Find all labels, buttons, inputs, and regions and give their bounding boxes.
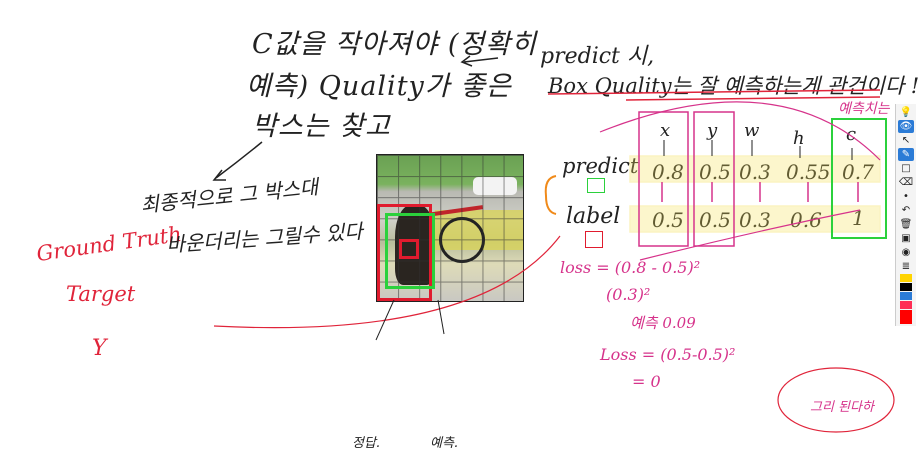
note-line-1: C값을 작아져야 (정확히 xyxy=(252,29,537,60)
red-square-marker xyxy=(585,231,603,248)
header-h: h xyxy=(793,128,805,149)
orange-bracket xyxy=(544,175,557,215)
camera-icon[interactable]: ◉ xyxy=(901,247,911,258)
label-y: 0.5 xyxy=(699,208,731,232)
screen-icon[interactable]: ▣ xyxy=(901,233,911,244)
pen-icon[interactable]: ✎ xyxy=(898,148,914,161)
color-swatch-pink[interactable] xyxy=(900,301,912,309)
header-c: c xyxy=(846,124,857,145)
eye-icon[interactable]: 👁 xyxy=(898,120,914,133)
doc-icon[interactable]: ≣ xyxy=(901,261,911,272)
label-w: 0.3 xyxy=(739,208,771,232)
loss-1: loss = (0.8 - 0.5)² xyxy=(560,258,701,277)
label-h: 0.6 xyxy=(790,208,822,232)
label-x: 0.5 xyxy=(652,208,684,232)
predict-x: 0.8 xyxy=(652,160,684,184)
loss-2: Loss = (0.5-0.5)² xyxy=(600,345,736,364)
label-c: 1 xyxy=(852,206,865,230)
arrow-down-stroke xyxy=(215,141,263,179)
predict-w: 0.3 xyxy=(739,160,771,184)
note-line-2: 예측) Quality가 좋은 xyxy=(246,71,512,102)
predict-h: 0.55 xyxy=(786,160,831,184)
row-predict-label: predict xyxy=(562,154,639,178)
pointer-icon[interactable]: ↖ xyxy=(901,135,911,146)
loss-1b: (0.3)² xyxy=(606,285,651,304)
undo-icon[interactable]: ↶ xyxy=(901,205,911,216)
note-final-2: 바운더리는 그릴수 있다 xyxy=(165,219,364,257)
header-x: x xyxy=(660,120,671,141)
pen-toolbar: 💡 👁 ↖ ✎ □ ⌫ • ↶ 🗑 ▣ ◉ ≣ xyxy=(895,104,916,326)
responsible-cell-box xyxy=(399,239,419,259)
note-final: 최종적으로 그 박스대 xyxy=(139,174,320,218)
green-square-marker xyxy=(587,178,605,193)
header-y: y xyxy=(707,120,718,141)
note-jeongdap: 정답. xyxy=(352,436,381,451)
grid-photo xyxy=(376,154,524,302)
note-predict-when: predict 시, xyxy=(540,44,655,69)
dot-icon[interactable]: • xyxy=(903,191,909,202)
loss-label: 예측 0.09 xyxy=(630,314,696,332)
note-box-quality: Box Quality는 잘 예측하는게 관건이다 ! xyxy=(548,74,920,98)
trash-icon[interactable]: 🗑 xyxy=(899,219,913,230)
arrowhead-2-stroke xyxy=(212,169,226,181)
predict-c: 0.7 xyxy=(842,160,874,184)
bulb-icon[interactable]: 💡 xyxy=(899,107,913,118)
note-yecheuk-top: 예측치는 xyxy=(838,101,890,117)
note-y: Y xyxy=(92,336,107,361)
note-circle: 그리 된다하 xyxy=(810,400,874,415)
note-ground-truth: Ground Truth xyxy=(35,221,184,267)
eraser-icon[interactable]: ⌫ xyxy=(898,177,914,188)
row-label-label: label xyxy=(566,204,621,229)
square-icon[interactable]: □ xyxy=(901,163,911,174)
loss-2b: = 0 xyxy=(632,372,661,391)
predict-y: 0.5 xyxy=(699,160,731,184)
note-line-3: 박스는 찾고 xyxy=(252,111,391,142)
color-swatch-black[interactable] xyxy=(900,283,912,291)
note-yecheuk: 예측. xyxy=(430,436,459,451)
color-swatch-yellow[interactable] xyxy=(900,274,912,282)
arrow-gt-stroke xyxy=(375,299,395,341)
color-swatch-blue[interactable] xyxy=(900,292,912,300)
header-w: w xyxy=(744,120,760,141)
arrow-pred-stroke xyxy=(437,299,445,335)
color-swatch-red[interactable] xyxy=(900,310,912,324)
note-target: Target xyxy=(66,282,136,306)
